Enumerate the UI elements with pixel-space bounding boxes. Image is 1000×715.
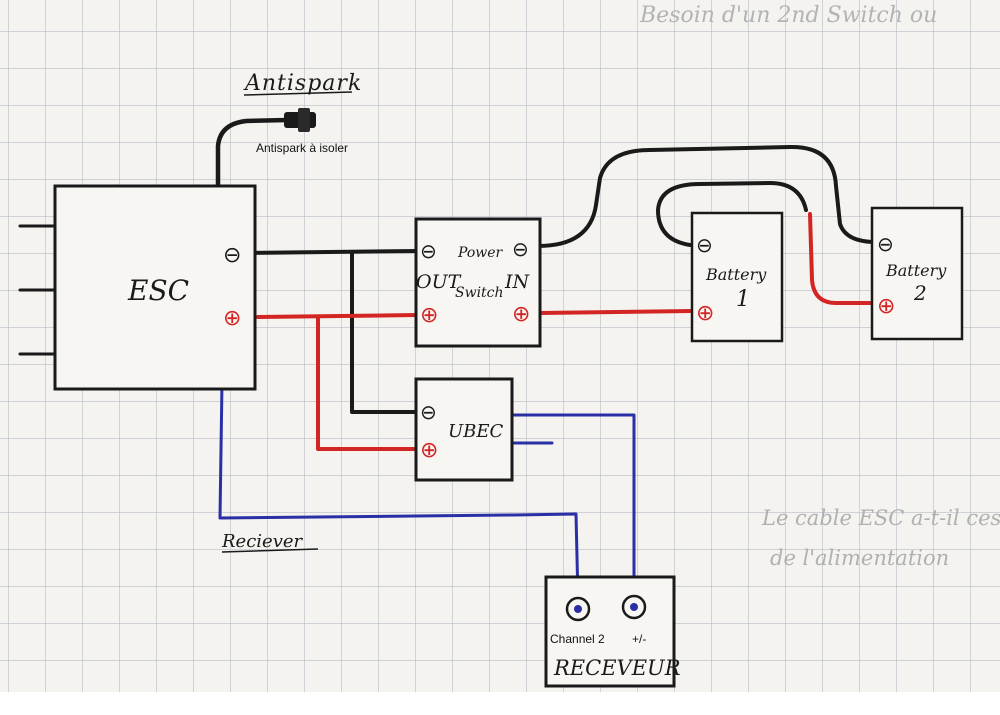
- bottom-margin: [0, 692, 1000, 715]
- esc-box: [53, 184, 257, 391]
- esc-output-leads: [18, 224, 58, 356]
- switch-out-label: OUT: [416, 271, 462, 293]
- battery-2-minus: ⊖: [877, 232, 894, 256]
- battery-1-plus: ⊕: [696, 301, 714, 326]
- receiver-block: Channel 2 +/- RECEVEUR: [544, 575, 681, 688]
- reciever-wire-underline: [221, 548, 319, 553]
- switch-power-label: Power: [457, 245, 504, 261]
- ubec-minus-terminal: ⊖: [420, 400, 437, 424]
- esc-block: ESC ⊖ ⊕: [53, 184, 257, 391]
- negative-wires: [246, 144, 878, 414]
- battery-1-minus: ⊖: [696, 233, 713, 257]
- esc-label: ESC: [127, 274, 189, 307]
- channel-2-label: Channel 2: [550, 632, 605, 646]
- plusminus-label: +/-: [632, 632, 646, 646]
- pencil-note-top-right: Besoin d'un 2nd Switch ou: [639, 3, 937, 28]
- pencil-note-right-2: de l'alimentation: [770, 546, 949, 570]
- battery-1-label: Battery: [705, 265, 767, 284]
- power-switch-box: [414, 217, 542, 348]
- channel-2-port: [565, 596, 591, 622]
- switch-plus-in: ⊕: [512, 302, 530, 327]
- battery-2-plus: ⊕: [877, 294, 895, 319]
- battery-2-block: ⊖ ⊕ Battery 2: [870, 206, 964, 341]
- channel-2-dot: [574, 605, 582, 613]
- switch-plus-out: ⊕: [420, 303, 438, 328]
- receiver-box: [544, 575, 676, 688]
- switch-minus-out: ⊖: [420, 239, 437, 263]
- switch-word-label: Switch: [455, 285, 504, 301]
- ubec-plus-terminal: ⊕: [420, 438, 438, 463]
- switch-minus-in: ⊖: [512, 237, 529, 261]
- esc-plus-terminal: ⊕: [223, 306, 241, 331]
- ubec-label: UBEC: [448, 421, 504, 442]
- power-port-dot: [630, 603, 638, 611]
- antispark-note: Antispark à isoler: [256, 141, 348, 155]
- ubec-box: [414, 377, 514, 482]
- battery-2-box: [870, 206, 964, 341]
- battery-1-number: 1: [736, 287, 750, 312]
- signal-wires: [218, 380, 636, 602]
- battery-1-block: ⊖ ⊕ Battery 1: [690, 211, 784, 343]
- switch-in-label: IN: [504, 271, 531, 293]
- receiver-label: RECEVEUR: [553, 656, 681, 680]
- pencil-note-right-1: Le cable ESC a-t-il ces: [761, 506, 1000, 530]
- positive-wires: [256, 212, 878, 451]
- esc-minus-terminal: ⊖: [223, 243, 241, 268]
- battery-2-label: Battery: [885, 261, 947, 280]
- power-port: [621, 594, 647, 620]
- antispark-title-underline: [243, 91, 353, 96]
- ubec-block: ⊖ ⊕ UBEC: [414, 377, 514, 482]
- antispark-connector-tip: [298, 108, 310, 132]
- power-switch-block: ⊖ ⊖ ⊕ ⊕ Power OUT IN Switch: [414, 217, 542, 348]
- reciever-wire-label: Reciever: [221, 531, 304, 552]
- battery-1-box: [690, 211, 784, 343]
- battery-2-number: 2: [913, 281, 927, 305]
- antispark-wire: [215, 117, 291, 189]
